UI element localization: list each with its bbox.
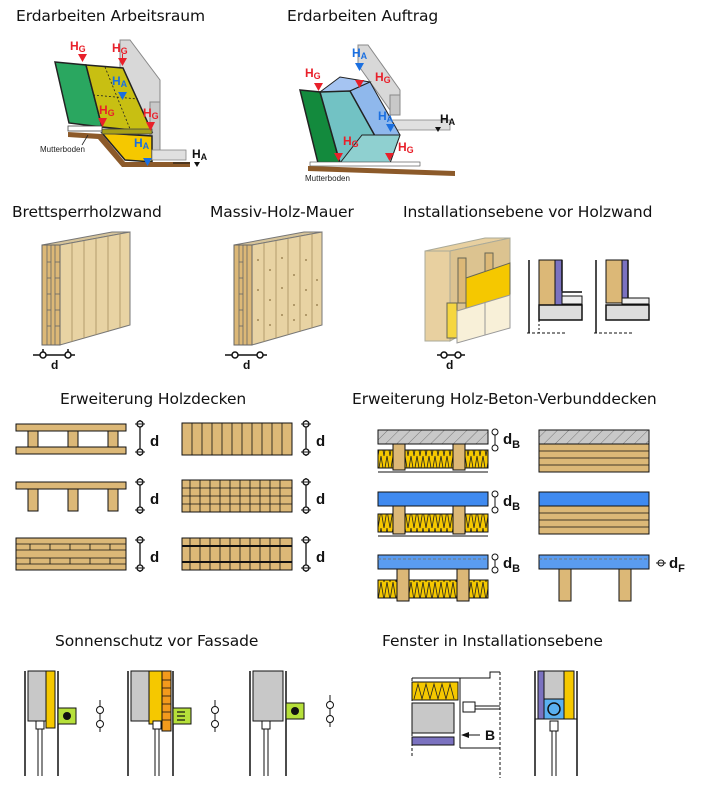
title-massiv-holz-mauer: Massiv-Holz-Mauer [210,203,354,221]
hbv-row-1-right [538,429,650,473]
dim-label-d: d [150,491,159,508]
wall-side [59,231,131,346]
floor-grid [181,479,293,513]
diagram-brettsperrholzwand: d [33,231,131,370]
dim-label-dB: dB [503,555,520,575]
dimension-d [33,349,75,359]
b-label: B [485,727,495,743]
dim-label-d: d [316,491,325,508]
title-installationsebene-holzwand: Installationsebene vor Holzwand [403,203,653,221]
title-sonnenschutz: Sonnenschutz vor Fassade [55,632,259,650]
svg-text:HG: HG [375,70,391,85]
svg-text:HG: HG [398,140,414,155]
diagram-installationsebene-holzwand: d [424,237,511,372]
diagram-wall-section-2 [594,259,650,334]
dimension-dF [656,559,666,567]
fenster-horizontal-section [411,671,501,778]
floor-joist-box [15,423,127,455]
hbv-row-1-left [377,429,489,473]
sonnenschutz-variant-2 [127,670,219,776]
diagram-erweiterung-holzdecken: d d d d d [15,419,325,573]
hg-marker: HG [70,39,87,62]
diagram-massiv-holz-mauer: d [225,231,323,370]
dimension-dB [491,428,499,452]
sonnenschutz-variant-3 [249,670,334,776]
dim-label-d: d [316,433,325,450]
dim-label-dB: dB [503,493,520,513]
dim-label-d: d [150,433,159,450]
dim-label-d: d [316,549,325,566]
dim-label-d: d [150,549,159,566]
diagram-erdarbeiten-auftrag: HG HG HG HG HA HA HA Mutterboden [299,44,456,183]
fenster-vertical-section [534,670,578,776]
dimension-d [225,351,267,359]
dimension-marker [96,700,104,732]
svg-text:HG: HG [305,66,321,81]
hbv-row-3-left [377,554,489,602]
dimension-dB [491,490,499,514]
dim-label-d: d [243,358,250,370]
mutterboden-label: Mutterboden [40,145,85,154]
svg-text:HA: HA [440,112,456,127]
diagram-fenster-installationsebene: B [411,670,578,778]
diagram-wall-section-1 [527,259,583,334]
floor-vertical-boards [181,422,293,456]
hg-marker: HG [305,66,323,91]
hbv-row-3-right [538,554,650,602]
hbv-row-2-left [377,491,489,537]
dimension-d [437,351,465,359]
hbv-row-2-right [538,491,650,535]
floor-tbeam [15,481,127,512]
dim-label-d: d [51,358,58,370]
floor-clt [15,537,127,571]
svg-text:HA: HA [192,147,208,162]
diagram-erdarbeiten-arbeitsraum: HG HG HG HG HA HA HA Mutterboden [40,39,208,167]
dim-label-dF: dF [669,555,685,575]
cladding [456,294,511,344]
dim-label-dB: dB [503,431,520,451]
dim-label-d: d [446,358,453,372]
title-erdarbeiten-arbeitsraum: Erdarbeiten Arbeitsraum [16,7,205,25]
title-erweiterung-hbv: Erweiterung Holz-Beton-Verbunddecken [352,390,657,408]
sonnenschutz-variant-1 [24,670,104,776]
title-brettsperrholzwand: Brettsperrholzwand [12,203,162,221]
title-erweiterung-holzdecken: Erweiterung Holzdecken [60,390,247,408]
title-fenster-installationsebene: Fenster in Installationsebene [382,632,603,650]
floor-vertical-rails [181,537,293,571]
dimension-dB [491,553,499,574]
soil [308,166,455,176]
mutterboden-label: Mutterboden [305,174,350,183]
svg-text:HG: HG [70,39,86,54]
ha-dim-marker: HA [192,147,208,167]
diagram-erweiterung-hbv: dB dB dB dF [377,428,685,602]
title-erdarbeiten-auftrag: Erdarbeiten Auftrag [287,7,439,25]
diagram-sonnenschutz [24,670,334,776]
